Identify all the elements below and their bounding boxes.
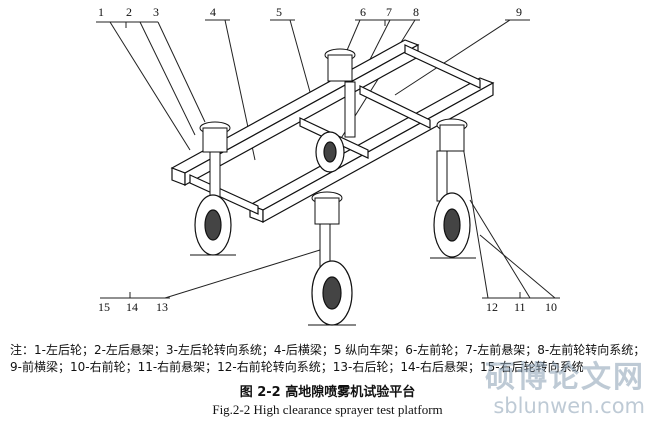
callout-7: 7 (386, 5, 392, 19)
callout-12: 12 (486, 300, 498, 314)
callout-14: 14 (126, 300, 138, 314)
callout-13: 13 (156, 300, 168, 314)
callout-1: 1 (98, 5, 104, 19)
figure-caption-en: Fig.2-2 High clearance sprayer test plat… (212, 402, 443, 417)
callout-8: 8 (413, 5, 419, 19)
watermark-cn: 硕博论文网 (485, 360, 645, 395)
callout-9: 9 (516, 5, 522, 19)
legend-note-line-1: 注：1-左后轮；2-左后悬架；3-左后轮转向系统；4-后横梁；5 纵向车架；6-… (10, 343, 646, 357)
callout-6: 6 (360, 5, 366, 19)
callout-3: 3 (153, 5, 159, 19)
callout-4: 4 (210, 5, 216, 19)
figure-caption-cn: 图 2-2 高地隙喷雾机试验平台 (239, 385, 416, 400)
watermark-en: sblunwen.com (493, 394, 645, 418)
callout-15: 15 (98, 300, 110, 314)
callout-5: 5 (276, 5, 282, 19)
callout-2: 2 (126, 5, 132, 19)
legend-note-line-2: 9-前横梁；10-右前轮；11-右前悬架；12-右前轮转向系统；13-右后轮；1… (10, 360, 584, 374)
callout-10: 10 (545, 300, 557, 314)
watermark: 硕博论文网 sblunwen.com (475, 352, 645, 418)
callout-11: 11 (514, 300, 526, 314)
